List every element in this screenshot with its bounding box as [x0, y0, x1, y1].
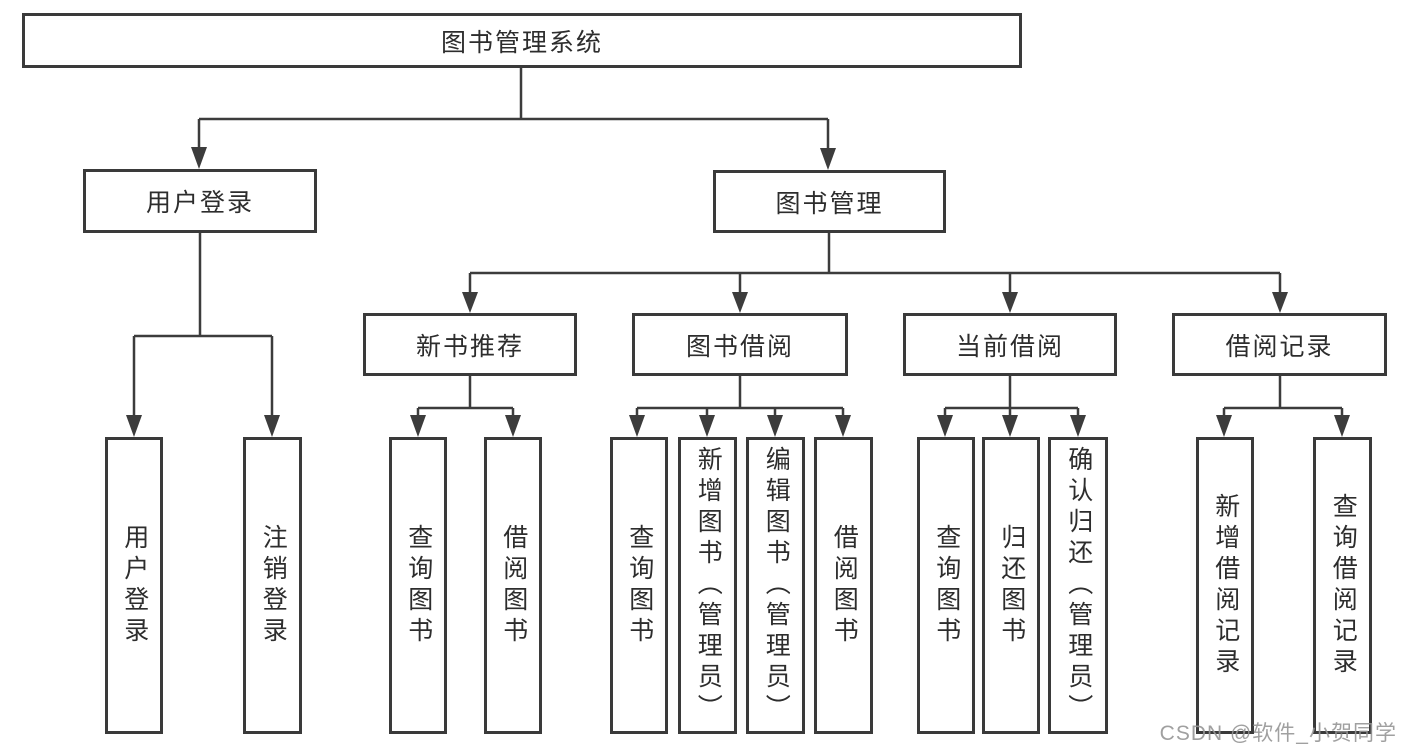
node-book-management: 图书管理 — [713, 170, 946, 233]
node-label: 查询图书 — [404, 523, 433, 648]
leaf-add-borrow-record: 新增借阅记录 — [1196, 437, 1254, 734]
node-current-borrowing: 当前借阅 — [903, 313, 1117, 376]
leaf-query-books-recommend: 查询图书 — [389, 437, 447, 734]
node-label: 借阅记录 — [1225, 332, 1334, 361]
node-label: 借阅图书 — [830, 523, 859, 648]
node-label: 确认归还（管理员） — [1064, 446, 1093, 725]
node-label: 用户登录 — [145, 189, 254, 217]
leaf-query-books-borrowing: 查询图书 — [610, 437, 668, 734]
csdn-watermark: CSDN @软件_小贺同学 — [1159, 722, 1397, 745]
node-label: 新书推荐 — [415, 332, 524, 361]
leaf-logout: 注销登录 — [243, 437, 302, 734]
node-label: 图书管理系统 — [440, 28, 603, 57]
node-label: 查询图书 — [625, 523, 654, 648]
node-new-book-recommendation: 新书推荐 — [363, 313, 577, 376]
node-library-management-system: 图书管理系统 — [22, 13, 1022, 68]
node-label: 归还图书 — [997, 523, 1026, 648]
node-borrowing-records: 借阅记录 — [1172, 313, 1387, 376]
node-label: 当前借阅 — [955, 332, 1064, 361]
node-label: 查询图书 — [932, 523, 961, 648]
node-label: 编辑图书（管理员） — [762, 446, 791, 725]
node-label: 图书管理 — [775, 189, 884, 218]
node-label: 用户登录 — [120, 523, 149, 648]
node-label: 图书借阅 — [685, 332, 794, 361]
leaf-borrow-books-borrowing: 借阅图书 — [814, 437, 873, 734]
leaf-return-books: 归还图书 — [982, 437, 1040, 734]
leaf-edit-book-admin: 编辑图书（管理员） — [746, 437, 805, 734]
node-label: 查询借阅记录 — [1329, 492, 1358, 679]
node-user-login: 用户登录 — [83, 169, 317, 233]
node-label: 借阅图书 — [499, 523, 528, 648]
node-label: 注销登录 — [259, 523, 288, 648]
leaf-borrow-books-recommend: 借阅图书 — [484, 437, 542, 734]
leaf-add-book-admin: 新增图书（管理员） — [678, 437, 737, 734]
leaf-confirm-return-admin: 确认归还（管理员） — [1048, 437, 1108, 734]
leaf-query-books-current: 查询图书 — [917, 437, 975, 734]
leaf-query-borrow-record: 查询借阅记录 — [1313, 437, 1372, 734]
leaf-user-login: 用户登录 — [105, 437, 163, 734]
node-label: 新增借阅记录 — [1211, 492, 1240, 679]
node-book-borrowing: 图书借阅 — [632, 313, 848, 376]
node-label: 新增图书（管理员） — [694, 446, 723, 725]
